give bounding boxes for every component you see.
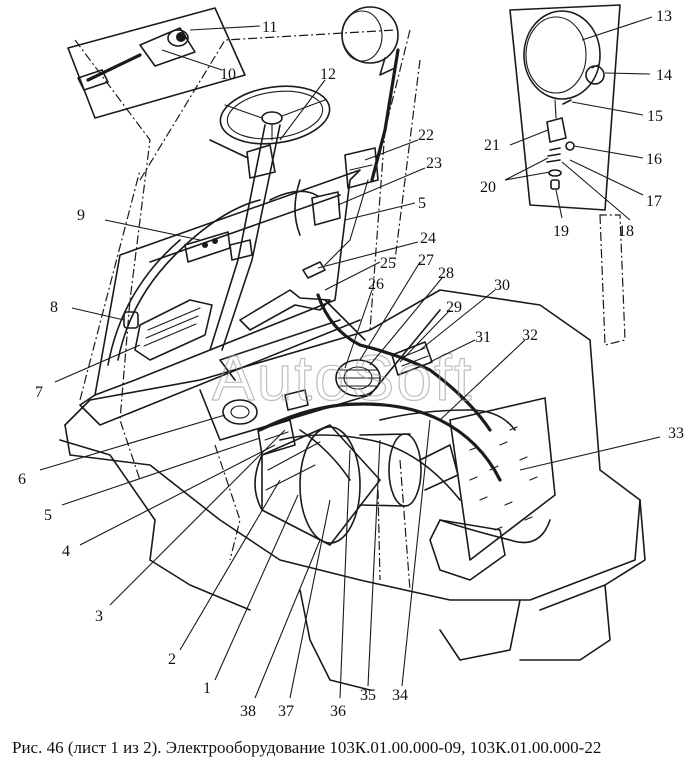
callout-16: 16 bbox=[646, 151, 662, 168]
callout-37: 37 bbox=[278, 703, 294, 720]
callout-8: 8 bbox=[50, 299, 58, 316]
callout-22: 22 bbox=[418, 127, 434, 144]
figure-caption: Рис. 46 (лист 1 из 2). Электрооборудован… bbox=[12, 738, 602, 757]
callout-9: 9 bbox=[77, 207, 85, 224]
callout-25: 25 bbox=[380, 255, 396, 272]
callout-12: 12 bbox=[320, 66, 336, 83]
callout-26: 26 bbox=[368, 276, 384, 293]
instrument-panel bbox=[79, 147, 379, 426]
mirror-inset bbox=[67, 7, 246, 119]
callout-4: 4 bbox=[62, 543, 70, 560]
callout-14: 14 bbox=[656, 67, 672, 84]
callout-3: 3 bbox=[95, 608, 103, 625]
callout-7: 7 bbox=[35, 384, 43, 401]
headlight bbox=[324, 6, 400, 266]
callout-11: 11 bbox=[262, 19, 277, 36]
callout-38: 38 bbox=[240, 703, 256, 720]
callout-15: 15 bbox=[647, 108, 663, 125]
callout-20: 20 bbox=[480, 179, 496, 196]
callout-6: 6 bbox=[18, 471, 26, 488]
platform bbox=[59, 289, 646, 691]
callouts: 11 10 12 13 14 15 21 16 17 20 18 19 bbox=[18, 8, 684, 720]
callout-5-upper: 5 bbox=[418, 195, 426, 212]
callout-32: 32 bbox=[522, 327, 538, 344]
callout-5-lower: 5 bbox=[44, 507, 52, 524]
callout-10: 10 bbox=[220, 66, 236, 83]
callout-33: 33 bbox=[668, 425, 684, 442]
callout-24: 24 bbox=[420, 230, 436, 247]
callout-31: 31 bbox=[475, 329, 491, 346]
callout-27: 27 bbox=[418, 252, 434, 269]
callout-36: 36 bbox=[330, 703, 346, 720]
callout-18: 18 bbox=[618, 223, 634, 240]
callout-35: 35 bbox=[360, 687, 376, 704]
callout-2: 2 bbox=[168, 651, 176, 668]
wiring-harness bbox=[107, 179, 551, 544]
battery bbox=[254, 424, 381, 546]
callout-28: 28 bbox=[438, 265, 454, 282]
callout-1: 1 bbox=[203, 680, 211, 697]
callout-29: 29 bbox=[446, 299, 462, 316]
generator bbox=[335, 341, 433, 397]
callout-17: 17 bbox=[646, 193, 662, 210]
cab-frame bbox=[74, 29, 626, 591]
callout-21: 21 bbox=[484, 137, 500, 154]
watermark: AutoSoft bbox=[212, 342, 474, 414]
callout-34: 34 bbox=[392, 687, 408, 704]
front-devices bbox=[222, 389, 309, 456]
rear-drum bbox=[359, 433, 459, 507]
callout-30: 30 bbox=[494, 277, 510, 294]
callout-13: 13 bbox=[656, 8, 672, 25]
steering-wheel bbox=[209, 85, 331, 351]
callout-19: 19 bbox=[553, 223, 569, 240]
callout-23: 23 bbox=[426, 155, 442, 172]
